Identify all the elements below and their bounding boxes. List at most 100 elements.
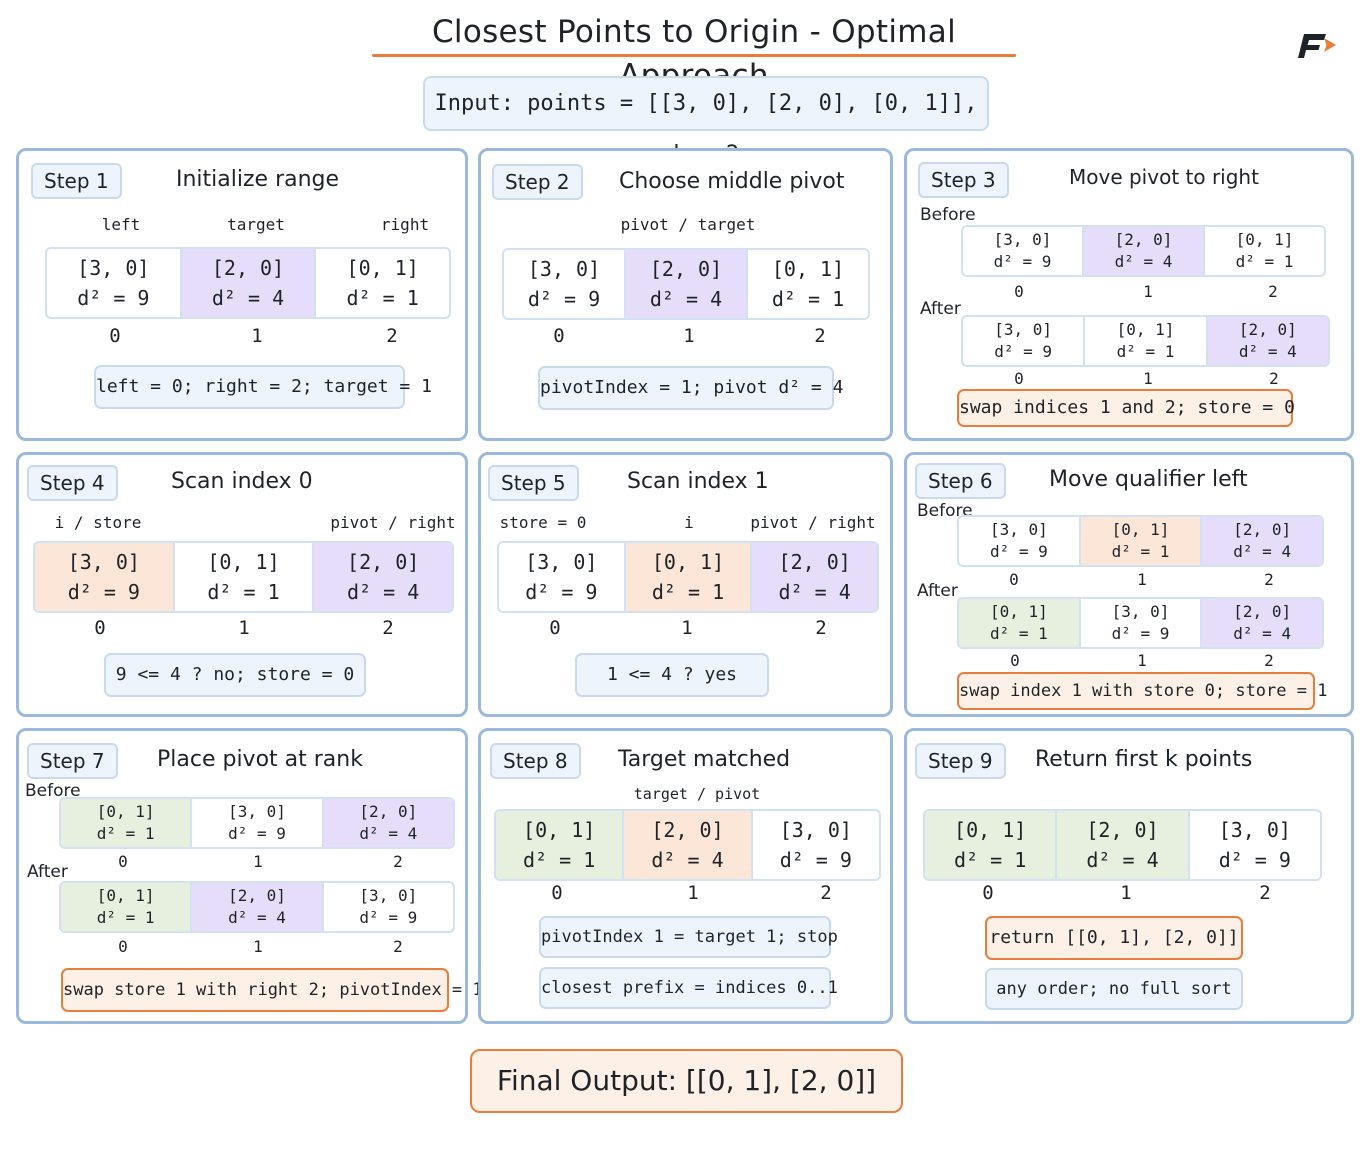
point-cell: [3, 0]d² = 9 xyxy=(779,818,852,872)
final-output: Final Output: [[0, 1], [2, 0]] xyxy=(470,1049,903,1113)
step-note-secondary: any order; no full sort xyxy=(985,968,1243,1010)
step-note: swap index 1 with store 0; store = 1 xyxy=(957,672,1327,710)
step-title: Move qualifier left xyxy=(1049,467,1248,492)
label-store: store = 0 xyxy=(499,513,587,532)
point-cell-placed: [0, 1]d² = 1 xyxy=(496,811,625,879)
step-note: pivotIndex 1 = target 1; stop xyxy=(539,916,838,958)
point-cell-pivot: [2, 0]d² = 4 xyxy=(626,250,748,318)
index-label: 2 xyxy=(393,852,403,871)
point-cell-target: [2, 0]d² = 4 xyxy=(181,249,317,317)
index-label: 0 xyxy=(1010,651,1020,670)
index-label: 1 xyxy=(683,325,695,347)
brand-logo-icon xyxy=(1298,34,1336,58)
step-note: return [[0, 1], [2, 0]] xyxy=(985,916,1243,960)
index-label: 1 xyxy=(681,617,693,639)
before-row: [0, 1]d² = 1 [3, 0]d² = 9 [2, 0]d² = 4 xyxy=(59,797,455,849)
point-cell: [0, 1]d² = 1 xyxy=(175,543,315,611)
index-label: 1 xyxy=(253,852,263,871)
step-title: Scan index 0 xyxy=(171,469,313,494)
index-label: 2 xyxy=(1264,651,1274,670)
point-cell-current: [3, 0]d² = 9 xyxy=(35,543,175,611)
index-label: 2 xyxy=(814,325,826,347)
point-cell: [0, 1]d² = 1 xyxy=(771,257,845,311)
step-title: Scan index 1 xyxy=(627,469,769,494)
label-pivot-target: pivot / target xyxy=(620,215,756,234)
point-cell-placed: [0, 1]d² = 1 xyxy=(61,799,193,847)
point-cell: [3, 0]d² = 9 xyxy=(192,799,324,847)
point-cell-pivot: [2, 0]d² = 4 xyxy=(752,543,877,611)
step-note: swap store 1 with right 2; pivotIndex = … xyxy=(61,968,483,1012)
point-cell-placed: [0, 1]d² = 1 xyxy=(959,599,1081,647)
step-badge: Step 6 xyxy=(915,463,1006,499)
point-cell-pivot: [2, 0]d² = 4 xyxy=(1207,317,1328,365)
step-badge: Step 2 xyxy=(492,164,583,200)
before-label: Before xyxy=(920,205,976,225)
step-note: 9 <= 4 ? no; store = 0 xyxy=(104,653,366,697)
index-label: 0 xyxy=(549,617,561,639)
after-row: [3, 0]d² = 9 [0, 1]d² = 1 [2, 0]d² = 4 xyxy=(961,315,1330,367)
label-i-store: i / store xyxy=(54,513,142,532)
index-label: 0 xyxy=(551,882,563,904)
title-underline xyxy=(372,54,1016,57)
point-cell: [0, 1]d² = 1 xyxy=(346,256,419,310)
point-cell: [3, 0]d² = 9 xyxy=(963,227,1084,275)
step-title: Choose middle pivot xyxy=(619,169,845,194)
point-cell: [3, 0]d² = 9 xyxy=(504,250,626,318)
points-row: [3, 0]d² = 9 [0, 1]d² = 1 [2, 0]d² = 4 xyxy=(33,541,454,613)
point-cell-result: [2, 0]d² = 4 xyxy=(1057,811,1190,879)
point-cell-placed: [0, 1]d² = 1 xyxy=(61,883,193,931)
step-badge: Step 1 xyxy=(31,163,122,199)
before-row: [3, 0]d² = 9 [0, 1]d² = 1 [2, 0]d² = 4 xyxy=(957,515,1324,567)
index-label: 2 xyxy=(815,617,827,639)
step-title: Initialize range xyxy=(176,167,340,192)
step-2-panel: Step 2 Choose middle pivot pivot / targe… xyxy=(478,148,893,441)
label-pivot-right: pivot / right xyxy=(330,513,456,532)
index-label: 0 xyxy=(109,325,121,347)
index-label: 2 xyxy=(386,325,398,347)
points-row: [0, 1]d² = 1 [2, 0]d² = 4 [3, 0]d² = 9 xyxy=(923,809,1322,881)
index-label: 1 xyxy=(251,325,263,347)
step-note: pivotIndex = 1; pivot d² = 4 xyxy=(538,366,843,410)
point-cell-pivot: [2, 0]d² = 4 xyxy=(1202,599,1322,647)
after-label: After xyxy=(917,581,958,601)
label-pivot-right: pivot / right xyxy=(750,513,876,532)
step-6-panel: Step 6 Move qualifier left Before [3, 0]… xyxy=(904,452,1354,717)
step-title: Move pivot to right xyxy=(1069,165,1259,189)
step-1-panel: Step 1 Initialize range left target righ… xyxy=(16,148,468,441)
page-title: Closest Points to Origin - Optimal Appro… xyxy=(431,14,956,94)
index-label: 2 xyxy=(1259,882,1271,904)
step-badge: Step 3 xyxy=(918,162,1009,198)
index-label: 1 xyxy=(238,617,250,639)
point-cell-current: [0, 1]d² = 1 xyxy=(625,543,753,611)
label-target: target xyxy=(227,215,285,234)
before-row: [3, 0]d² = 9 [2, 0]d² = 4 [0, 1]d² = 1 xyxy=(961,225,1326,277)
index-label: 1 xyxy=(1137,570,1147,589)
points-row: [3, 0]d² = 9 [2, 0]d² = 4 [0, 1]d² = 1 xyxy=(45,247,451,319)
point-cell: [3, 0]d² = 9 xyxy=(963,317,1086,365)
step-4-panel: Step 4 Scan index 0 i / store pivot / ri… xyxy=(16,452,468,717)
step-3-panel: Step 3 Move pivot to right Before [3, 0]… xyxy=(904,148,1354,441)
points-row: [3, 0]d² = 9 [2, 0]d² = 4 [0, 1]d² = 1 xyxy=(502,248,870,320)
point-cell: [3, 0]d² = 9 xyxy=(959,517,1081,565)
after-row: [0, 1]d² = 1 [3, 0]d² = 9 [2, 0]d² = 4 xyxy=(957,597,1324,649)
points-row: [3, 0]d² = 9 [0, 1]d² = 1 [2, 0]d² = 4 xyxy=(497,541,879,613)
point-cell: [3, 0]d² = 9 xyxy=(499,543,626,611)
index-label: 0 xyxy=(118,852,128,871)
label-target-pivot: target / pivot xyxy=(633,785,761,803)
points-row: [0, 1]d² = 1 [2, 0]d² = 4 [3, 0]d² = 9 xyxy=(494,809,881,881)
point-cell: [3, 0]d² = 9 xyxy=(359,886,418,927)
index-label: 0 xyxy=(1009,570,1019,589)
index-label: 1 xyxy=(1143,282,1153,301)
label-left: left xyxy=(101,215,141,234)
step-note-secondary: closest prefix = indices 0..1 xyxy=(539,967,838,1009)
before-label: Before xyxy=(25,781,81,801)
index-label: 2 xyxy=(1264,570,1274,589)
index-label: 1 xyxy=(687,882,699,904)
point-cell: [0, 1]d² = 1 xyxy=(1235,230,1294,271)
index-label: 1 xyxy=(1143,369,1153,388)
step-badge: Step 9 xyxy=(915,743,1006,779)
index-label: 2 xyxy=(1268,282,1278,301)
point-cell-pivot: [2, 0]d² = 4 xyxy=(192,883,324,931)
index-label: 2 xyxy=(1269,369,1279,388)
index-label: 0 xyxy=(1014,282,1024,301)
